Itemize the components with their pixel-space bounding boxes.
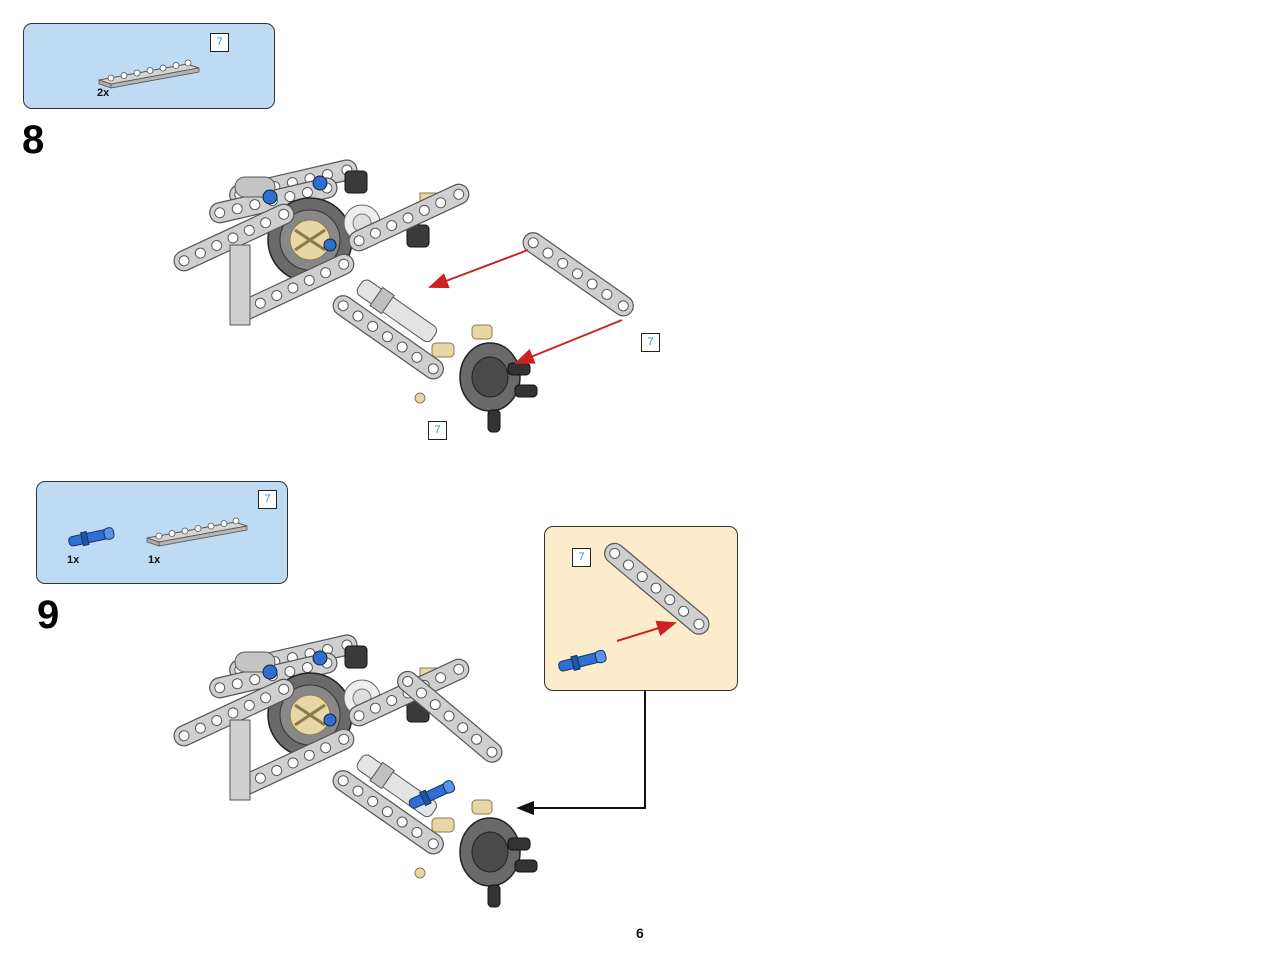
part-quantity: 1x [148,554,161,566]
assembly-length-tag: 7 [428,421,447,440]
step-number: 8 [22,118,45,162]
callout-illustration [556,538,714,675]
part-quantity: 1x [67,554,80,566]
callout-length-tag: 7 [572,548,591,567]
step-number: 9 [37,593,60,637]
step-8-parts-box: 7 2x [23,23,275,109]
sub-assembly-callout: 7 [544,526,738,691]
insert-arrow [616,620,677,642]
page-number: 6 [636,925,644,941]
part-quantity: 2x [97,87,110,99]
insert-arrow [514,319,623,364]
part-length-tag: 7 [258,490,277,509]
insert-arrow [428,249,529,289]
step-9-parts-box: 1x 1x 7 [36,481,288,584]
assembly-length-tag: 7 [641,333,660,352]
part-length-tag: 7 [210,33,229,52]
